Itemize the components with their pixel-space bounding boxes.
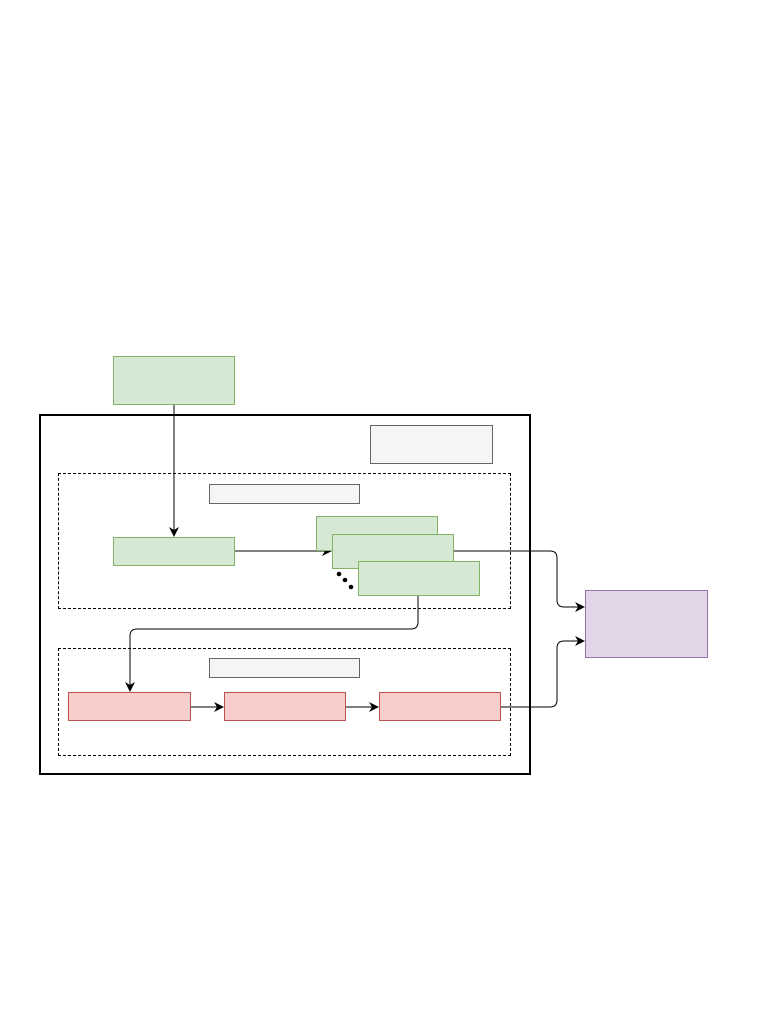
bottom-box-second[interactable] (224, 692, 346, 721)
stack-box-front[interactable] (358, 561, 480, 596)
top-group-title[interactable] (209, 484, 360, 504)
input-box[interactable] (113, 356, 235, 405)
container-title-note[interactable] (370, 425, 493, 464)
bottom-box-third[interactable] (379, 692, 501, 721)
top-group-source-box[interactable] (113, 537, 235, 566)
bottom-group-title[interactable] (209, 658, 360, 678)
bottom-box-first[interactable] (68, 692, 191, 721)
output-box[interactable] (585, 590, 708, 658)
